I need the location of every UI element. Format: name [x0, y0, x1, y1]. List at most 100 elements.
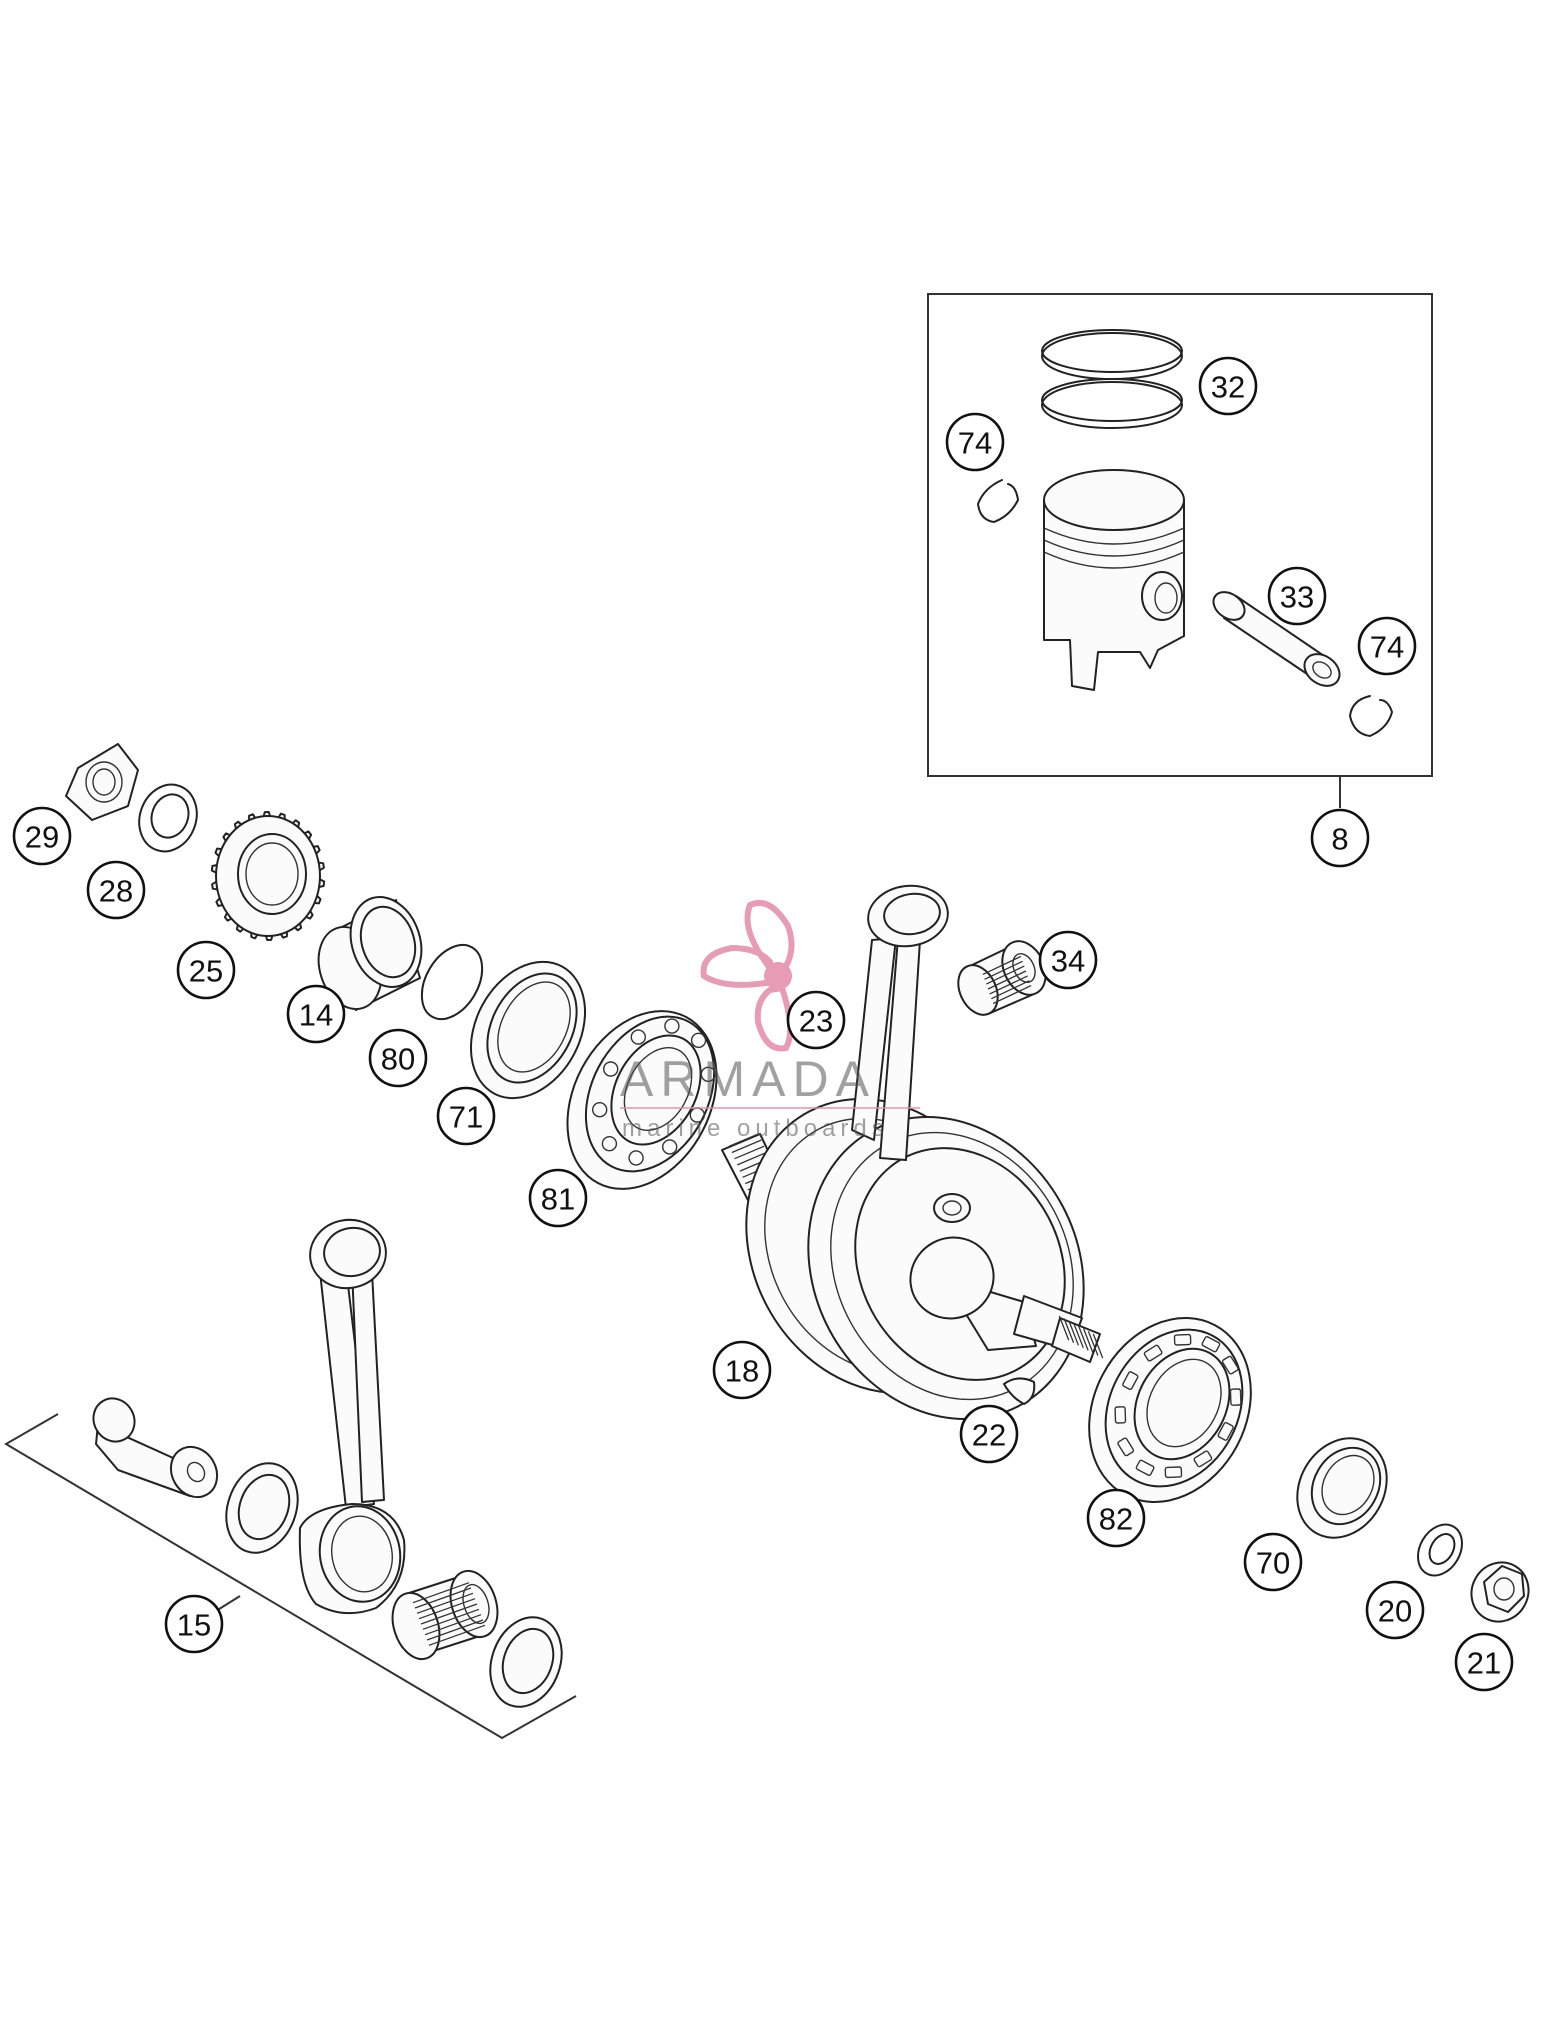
thread-line: [1073, 1323, 1084, 1349]
callout-8: 8: [1310, 808, 1370, 868]
needle-line: [984, 960, 1023, 980]
lock-washer-20: [1417, 1523, 1463, 1577]
callout-33: 33: [1267, 566, 1327, 626]
thread-line: [1068, 1320, 1080, 1346]
callout-22: 22: [959, 1404, 1019, 1464]
svg-text:74: 74: [1370, 630, 1404, 665]
conrod-kit-washer-upper: [225, 1462, 299, 1554]
thread-line: [1082, 1328, 1094, 1354]
hex-nut-29: [65, 743, 139, 821]
connecting-rod-assembled: [851, 884, 949, 1161]
svg-text:74: 74: [958, 426, 992, 461]
callout-21: 21: [1454, 1632, 1514, 1692]
watermark-subtitle: marine outboards: [622, 1115, 889, 1142]
bearing-roller: [1173, 1333, 1192, 1346]
bearing-roller: [1117, 1437, 1135, 1457]
lock-washer-28: [138, 783, 198, 853]
crankshaft-18: [721, 1097, 1104, 1421]
svg-text:28: 28: [99, 874, 133, 909]
needle-line: [986, 965, 1025, 985]
thread-line: [1087, 1331, 1099, 1356]
bearing-ball: [592, 1101, 608, 1118]
wrist-pin: [1212, 591, 1341, 687]
bearing-roller: [1122, 1371, 1139, 1391]
needle-line: [982, 955, 1022, 975]
thread-line: [1078, 1325, 1089, 1351]
thread-line: [729, 1133, 759, 1147]
needle-line: [420, 1603, 478, 1625]
callout-70: 70: [1243, 1532, 1303, 1592]
callout-14: 14: [286, 984, 346, 1044]
piston: [1043, 469, 1185, 691]
ball-bearing-81: [566, 1010, 718, 1190]
flange-nut-21: [1470, 1561, 1530, 1623]
conrod-kit-group: [4, 1218, 577, 1740]
needle-line: [426, 1619, 484, 1641]
svg-text:71: 71: [449, 1100, 483, 1135]
callout-80: 80: [368, 1028, 428, 1088]
thread-line: [731, 1139, 762, 1154]
callout-81: 81: [528, 1168, 588, 1228]
bearing-roller: [1217, 1421, 1234, 1441]
callout-18: 18: [712, 1340, 772, 1400]
bearing-roller: [1193, 1450, 1213, 1468]
bearing-roller: [1229, 1388, 1242, 1406]
bearing-ball: [601, 1135, 618, 1152]
bearing-roller: [1201, 1336, 1221, 1353]
bearing-ball: [628, 1150, 644, 1166]
needle-line: [418, 1598, 476, 1620]
piston-rings: [1041, 329, 1183, 429]
svg-text:70: 70: [1256, 1546, 1290, 1581]
svg-text:82: 82: [1099, 1502, 1133, 1537]
needle-line: [992, 985, 1032, 1005]
svg-text:18: 18: [725, 1354, 759, 1389]
needle-line: [412, 1582, 470, 1604]
conrod-kit-needle-bearing: [391, 1569, 499, 1661]
gear-25: [210, 811, 326, 941]
callout-29: 29: [12, 806, 72, 866]
needle-line: [414, 1587, 472, 1609]
thread-line: [1092, 1333, 1104, 1359]
propeller-logo-icon: [700, 899, 795, 1052]
svg-text:14: 14: [299, 998, 333, 1033]
bearing-ball: [690, 1032, 707, 1049]
conrod-kit-rod: [298, 1218, 406, 1615]
bearing-ball: [700, 1066, 716, 1083]
callout-71: 71: [436, 1086, 496, 1146]
bearing-ball: [664, 1018, 680, 1034]
roller-bearing-82: [1088, 1317, 1252, 1503]
svg-text:34: 34: [1051, 944, 1085, 979]
bearing-roller: [1221, 1355, 1239, 1375]
armada-watermark: ARMADA marine outboards: [620, 899, 920, 1142]
woodruff-key-22: [1003, 1377, 1036, 1405]
needle-line: [987, 970, 1027, 990]
svg-text:80: 80: [381, 1042, 415, 1077]
svg-text:33: 33: [1280, 580, 1314, 615]
conrod-kit-pin: [92, 1397, 219, 1499]
svg-text:25: 25: [189, 954, 223, 989]
bearing-roller: [1164, 1466, 1183, 1479]
oil-seal-70: [1296, 1437, 1388, 1539]
svg-text:23: 23: [799, 1004, 833, 1039]
callout-15: 15: [164, 1594, 224, 1654]
callout-20: 20: [1365, 1580, 1425, 1640]
needle-line: [991, 980, 1030, 1000]
oil-seal-71: [469, 960, 587, 1100]
o-ring-80: [420, 944, 484, 1020]
callout-25: 25: [176, 940, 236, 1000]
svg-text:81: 81: [541, 1182, 575, 1217]
thread-line: [734, 1145, 765, 1160]
bearing-roller: [1135, 1459, 1155, 1476]
callout-32: 32: [1198, 356, 1258, 416]
piston-kit-group: [927, 293, 1433, 808]
bearing-ball: [603, 1061, 619, 1077]
needle-line: [416, 1592, 474, 1614]
needle-line: [422, 1608, 480, 1630]
svg-text:15: 15: [177, 1608, 211, 1643]
svg-text:21: 21: [1467, 1646, 1501, 1681]
svg-text:22: 22: [972, 1418, 1006, 1453]
svg-text:32: 32: [1211, 370, 1245, 405]
watermark-title: ARMADA: [620, 1051, 876, 1107]
bearing-ball: [662, 1139, 678, 1155]
